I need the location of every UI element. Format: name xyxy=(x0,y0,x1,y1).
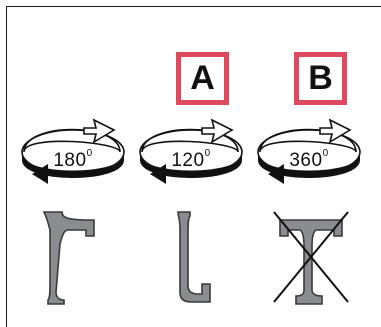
profile-part-icon xyxy=(177,211,211,303)
panel-b: B 3600 xyxy=(250,0,368,327)
panel-180: 1800 xyxy=(14,0,132,327)
panel-a: A 1200 xyxy=(132,0,250,327)
rotation-arrow-icon xyxy=(257,118,361,184)
badge-b: B xyxy=(294,52,347,105)
diagram-frame xyxy=(6,6,381,327)
rotation-label: 3600 xyxy=(289,147,329,171)
rotation-arrow-icon xyxy=(21,118,125,184)
rotation-label: 1800 xyxy=(53,147,93,171)
rotation-arrow-icon xyxy=(139,118,243,184)
profile-part-icon xyxy=(42,211,95,305)
profile-part-icon xyxy=(279,219,343,305)
badge-a: A xyxy=(176,52,229,105)
strike-cross-icon xyxy=(273,211,349,303)
rotation-label: 1200 xyxy=(171,147,211,171)
